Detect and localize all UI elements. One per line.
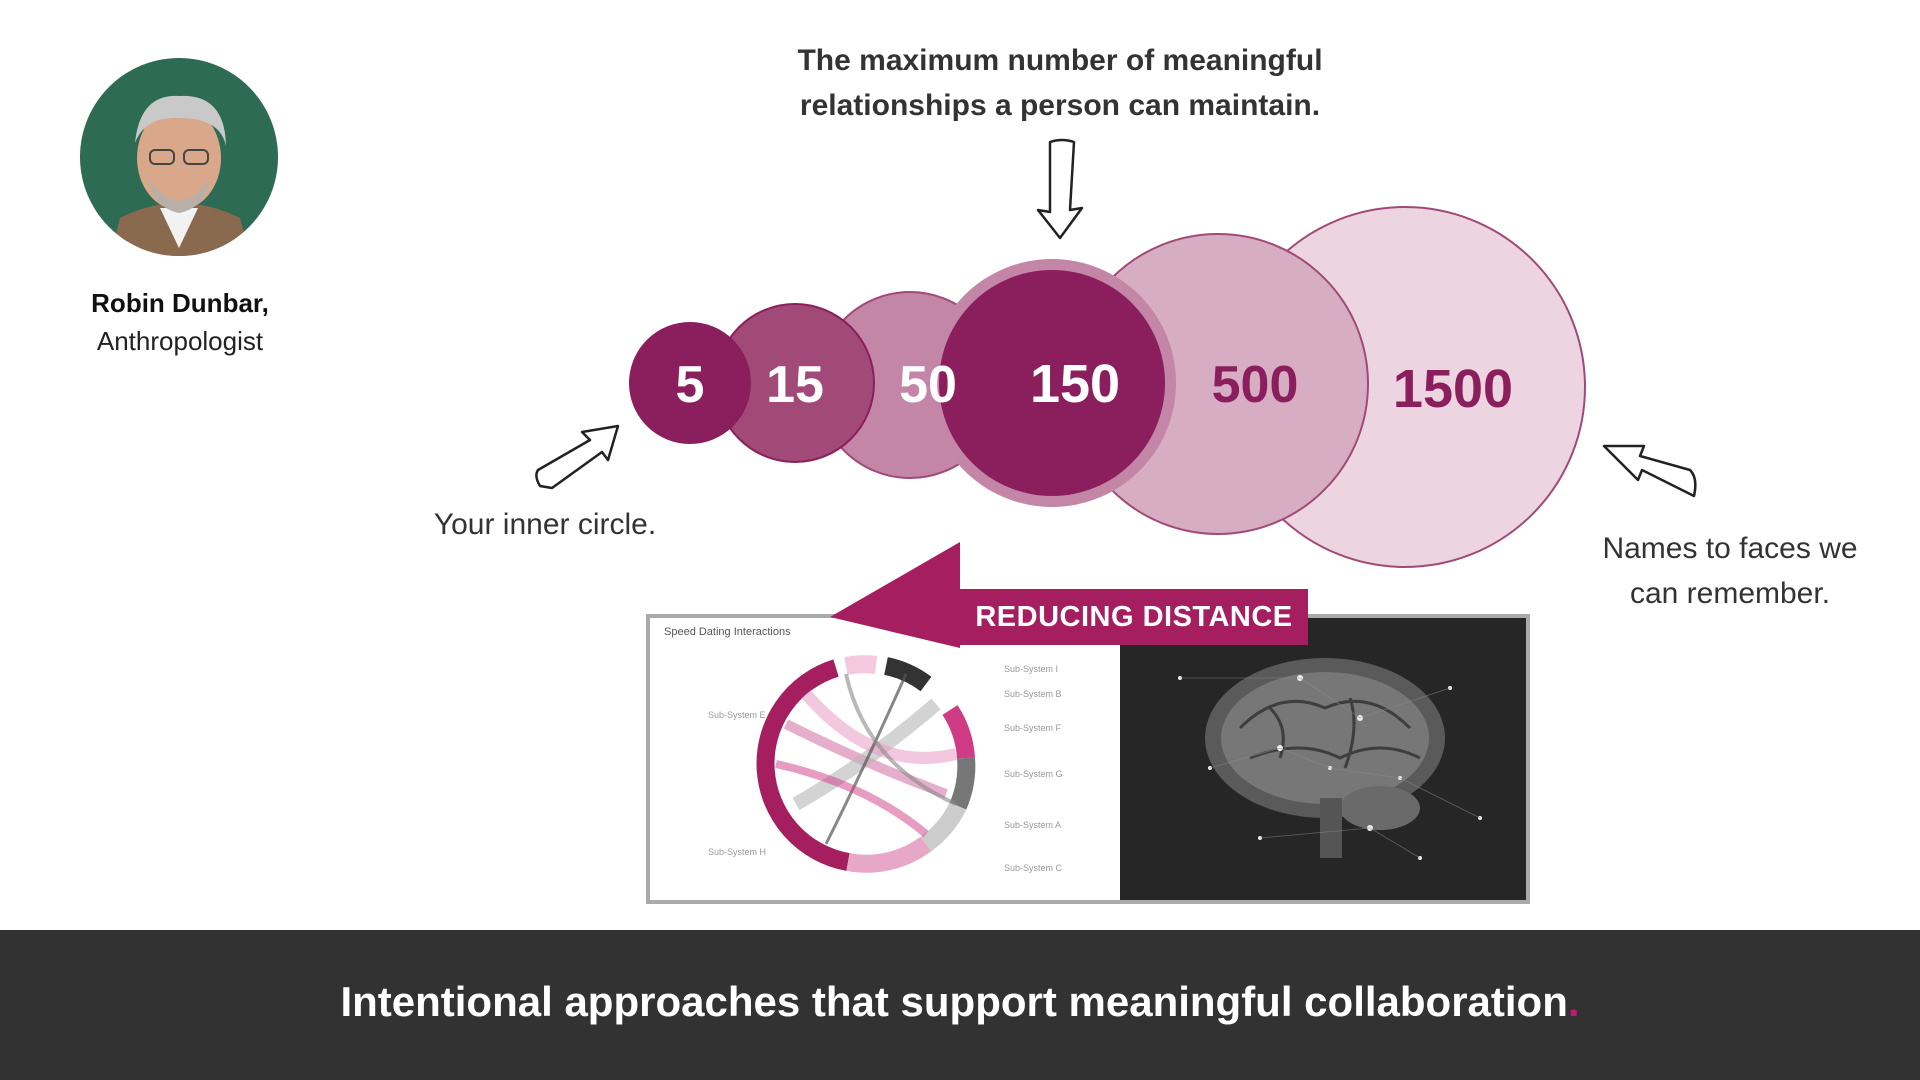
arrow-outer-icon bbox=[1602, 444, 1697, 498]
circle-label-500: 500 bbox=[1212, 356, 1299, 414]
footer-tagline: Intentional approaches that support mean… bbox=[0, 978, 1920, 1026]
portrait-photo bbox=[80, 58, 278, 256]
circle-label-1500: 1500 bbox=[1393, 359, 1513, 419]
caption-inner-circle: Your inner circle. bbox=[433, 508, 657, 541]
circle-label-150: 150 bbox=[1030, 354, 1120, 414]
chord-title: Speed Dating Interactions bbox=[664, 626, 791, 638]
circle-5 bbox=[629, 322, 751, 444]
chord-label-f: Sub-System F bbox=[1004, 723, 1062, 733]
reducing-distance-arrow bbox=[830, 542, 1308, 648]
illustration-panel: Speed Dating Interactions Sub-System I S… bbox=[646, 614, 1530, 904]
circle-label-50: 50 bbox=[899, 356, 957, 414]
circle-150 bbox=[939, 270, 1165, 496]
brain-network-image bbox=[1120, 618, 1526, 900]
caption-names-to-faces: Names to faces we can remember. bbox=[1602, 532, 1858, 610]
arrow-down-icon bbox=[1036, 138, 1084, 240]
chord-label-g: Sub-System G bbox=[1004, 769, 1063, 779]
person-role: Anthropologist bbox=[96, 326, 264, 356]
chord-label-i: Sub-System I bbox=[1004, 664, 1058, 674]
caption-maximum-relationships: The maximum number of meaningful relatio… bbox=[797, 44, 1323, 122]
chord-label-a: Sub-System A bbox=[1004, 820, 1061, 830]
footer-tagline-text: Intentional approaches that support mean… bbox=[340, 978, 1568, 1025]
reducing-distance-label: REDUCING DISTANCE bbox=[975, 601, 1293, 633]
chord-label-e: Sub-System E bbox=[708, 710, 766, 720]
arrow-inner-icon bbox=[535, 424, 620, 490]
person-name: Robin Dunbar, bbox=[91, 288, 269, 318]
chord-label-b: Sub-System B bbox=[1004, 689, 1062, 699]
chord-diagram: Speed Dating Interactions Sub-System I S… bbox=[650, 618, 1116, 900]
footer-tagline-dot: . bbox=[1567, 978, 1580, 1025]
circle-label-5: 5 bbox=[676, 356, 705, 414]
circle-label-15: 15 bbox=[766, 356, 824, 414]
chord-label-h: Sub-System H bbox=[708, 847, 766, 857]
chord-label-c: Sub-System C bbox=[1004, 863, 1063, 873]
footer-bar bbox=[0, 930, 1920, 1080]
